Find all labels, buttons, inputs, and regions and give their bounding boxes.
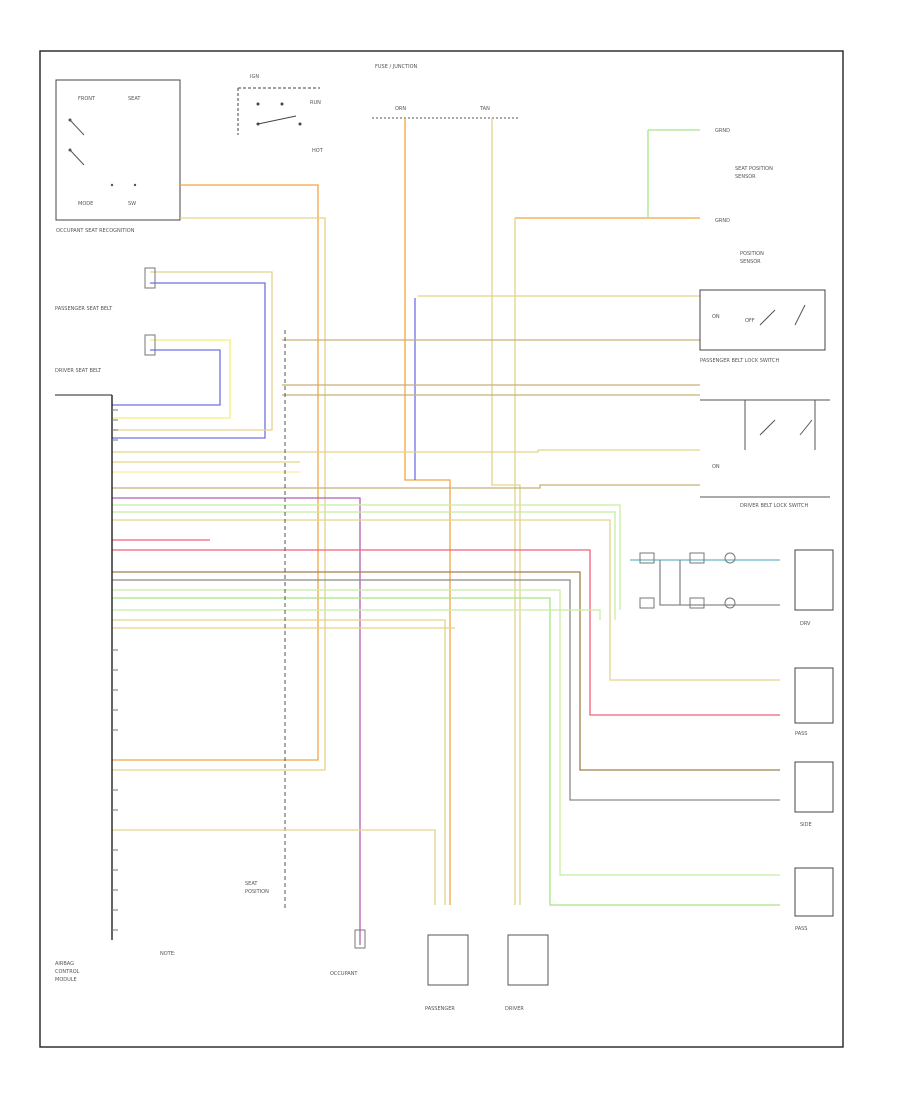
- svg-text:GRND: GRND: [715, 218, 730, 224]
- svg-text:PASSENGER: PASSENGER: [425, 1006, 455, 1012]
- svg-text:OCCUPANT: OCCUPANT: [330, 971, 358, 977]
- svg-text:PASSENGER BELT LOCK SWITCH: PASSENGER BELT LOCK SWITCH: [700, 358, 780, 364]
- svg-text:OFF: OFF: [745, 318, 755, 324]
- svg-text:GRND: GRND: [715, 128, 730, 134]
- violet-connector: OCCUPANT: [330, 929, 366, 977]
- switch-top-left: FRONT SEAT MODE SW OCCUPANT SEAT RECOGNITI…: [55, 79, 181, 234]
- svg-text:POSITION: POSITION: [740, 251, 764, 257]
- svg-text:PASS: PASS: [795, 926, 807, 932]
- svg-text:FUSE / JUNCTION: FUSE / JUNCTION: [375, 64, 418, 70]
- pass-belt-switch: ON OFF PASSENGER BELT LOCK SWITCH: [699, 289, 826, 364]
- drv-belt-switch: ON DRIVER BELT LOCK SWITCH: [700, 399, 830, 509]
- svg-text:PASS: PASS: [795, 731, 807, 737]
- diagram-frame: [39, 50, 844, 1048]
- svg-text:RUN: RUN: [310, 100, 321, 106]
- drv-front-sensor: DRV: [794, 549, 834, 627]
- pass-side-sensor: PASS: [794, 867, 834, 932]
- occupant-sensor: SEAT POSITION: [245, 881, 269, 895]
- ignition-switch: IGN RUN HOT: [237, 74, 324, 154]
- svg-text:SENSOR: SENSOR: [740, 259, 761, 265]
- svg-text:IGN: IGN: [250, 74, 259, 80]
- drv-seat-sensor: DRIVER: [505, 934, 549, 1012]
- svg-text:MODE: MODE: [78, 201, 93, 207]
- svg-text:SEAT: SEAT: [245, 881, 258, 887]
- pass-seat-sensor: PASSENGER: [425, 934, 469, 1012]
- svg-text:POSITION: POSITION: [245, 889, 269, 895]
- airbag-module: AIRBAG CONTROL MODULE: [55, 394, 118, 983]
- svg-text:OCCUPANT SEAT RECOGNITION: OCCUPANT SEAT RECOGNITION: [56, 228, 135, 234]
- svg-text:DRIVER: DRIVER: [505, 1006, 524, 1012]
- svg-text:CONTROL: CONTROL: [55, 969, 80, 975]
- svg-text:PASSENGER SEAT BELT: PASSENGER SEAT BELT: [55, 306, 113, 312]
- module-pins: [112, 409, 118, 931]
- svg-text:DRIVER SEAT BELT: DRIVER SEAT BELT: [55, 368, 102, 374]
- svg-text:MODULE: MODULE: [55, 977, 77, 983]
- svg-text:SEAT: SEAT: [128, 96, 141, 102]
- svg-text:AIRBAG: AIRBAG: [55, 961, 74, 967]
- svg-text:SENSOR: SENSOR: [735, 174, 756, 180]
- svg-text:FRONT: FRONT: [78, 96, 96, 102]
- wires: [112, 118, 780, 945]
- svg-text:TAN: TAN: [479, 106, 490, 112]
- svg-text:NOTE:: NOTE:: [160, 951, 176, 957]
- svg-text:SW: SW: [128, 201, 136, 207]
- pass-front-sensor: PASS: [794, 667, 834, 737]
- drv-side-sensor: SIDE: [794, 761, 834, 828]
- svg-text:ON: ON: [712, 464, 720, 470]
- drv-buckle-switch: DRIVER SEAT BELT: [55, 334, 156, 374]
- svg-text:SIDE: SIDE: [800, 822, 812, 828]
- svg-text:DRV: DRV: [800, 621, 811, 627]
- svg-text:ON: ON: [712, 314, 720, 320]
- svg-text:ORN: ORN: [395, 106, 406, 112]
- pass-buckle-switch: PASSENGER SEAT BELT: [55, 267, 156, 312]
- svg-text:DRIVER BELT LOCK SWITCH: DRIVER BELT LOCK SWITCH: [740, 503, 809, 509]
- svg-text:HOT: HOT: [312, 148, 324, 154]
- svg-text:SEAT POSITION: SEAT POSITION: [735, 166, 773, 172]
